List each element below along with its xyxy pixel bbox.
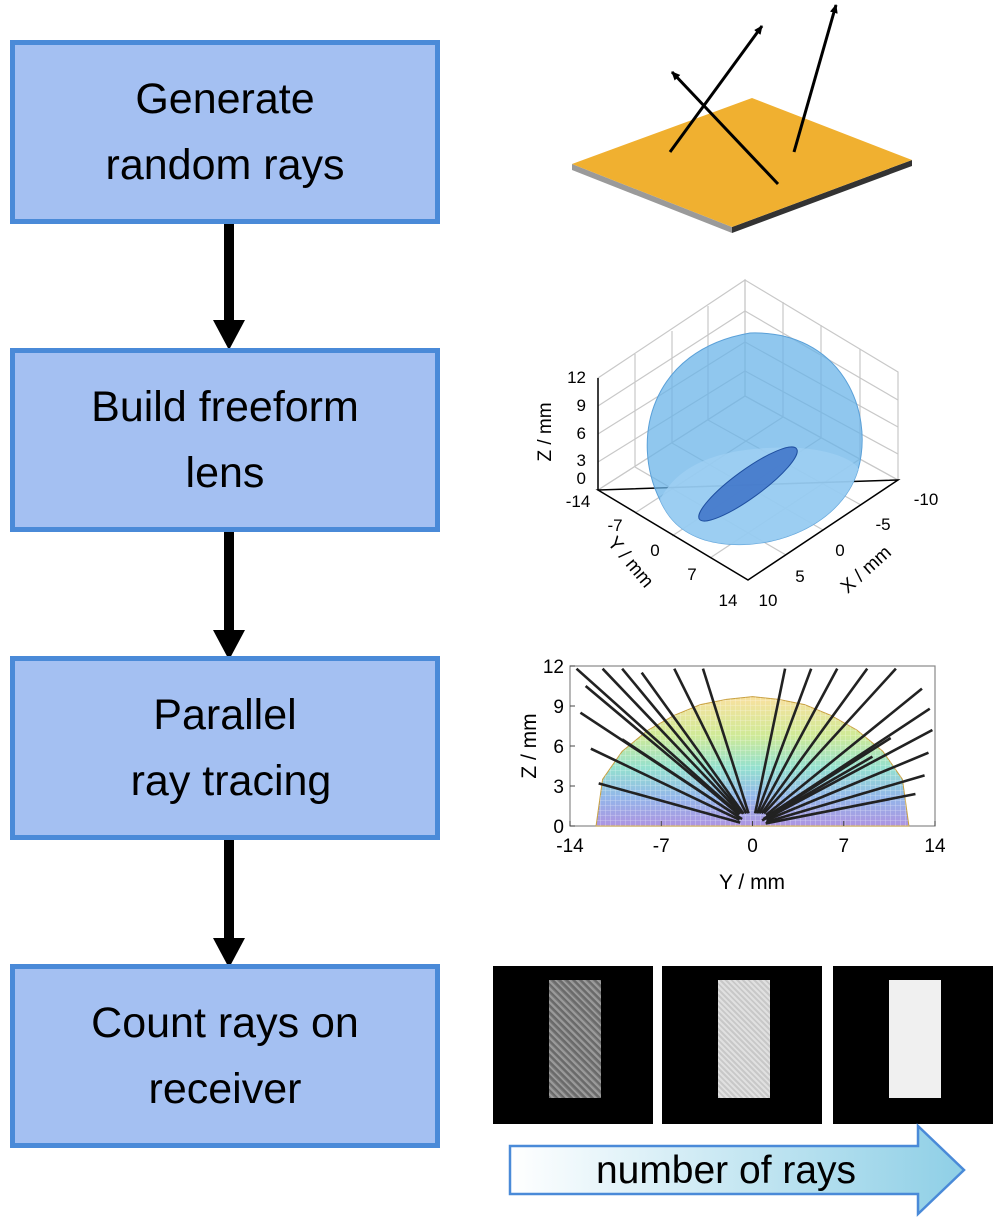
chart-ticks: -14 -7 0 7 14 0 3 6 9 12 [543,657,946,857]
step-generate-rays-line1: Generate [135,75,315,123]
step-ray-tracing: Parallel ray tracing [10,656,440,840]
number-of-rays-arrow: number of rays [508,1123,966,1217]
step-build-lens: Build freeform lens [10,348,440,532]
x-tick-label: 14 [924,836,946,857]
step-count-rays: Count rays on receiver [10,964,440,1148]
lens-inner-cavity [698,446,798,522]
receiver-image-low [493,966,653,1124]
step-count-rays-line2: receiver [148,1065,302,1113]
traced-ray [761,755,874,822]
x-tick-n5: -5 [875,515,890,534]
receiver-image-high [833,966,993,1124]
emitter-plate-illustration [572,4,912,233]
x-tick-n10: -10 [914,490,939,509]
y-tick-label: 3 [553,777,564,798]
chart-x-label: Y / mm [719,871,785,894]
traced-ray [575,667,740,815]
flow-arrow-1-shaft [224,224,234,324]
y-tick-label: 6 [553,737,564,758]
ray-arrow-2 [670,70,780,186]
traced-ray [584,685,740,816]
ray-arrow-1 [668,25,764,153]
z-tick-0: 0 [577,469,586,488]
lens-3d-plot: 12 9 6 3 0 -14 -7 0 7 14 -10 -5 0 5 10 Z… [535,278,939,610]
traced-ray [701,668,750,814]
traced-rays [575,667,934,825]
x-tick-label: -7 [653,836,670,857]
step-generate-rays-line2: random rays [105,141,345,189]
receiver-image-medium [662,966,822,1124]
traced-ray [758,668,839,815]
flow-arrow-1-head [213,320,245,350]
lens3d-x-label: X / mm [837,542,896,598]
z-tick-9: 9 [577,396,586,415]
ray-tracing-chart: -14 -7 0 7 14 0 3 6 9 12 Y / mm Z / mm [518,657,946,894]
x-tick-label: -14 [556,836,584,857]
traced-ray [601,667,742,815]
traced-ray [640,671,745,815]
traced-ray [598,782,741,824]
traced-ray [753,668,787,814]
step-generate-rays: Generate random rays [10,40,440,224]
z-tick-12: 12 [567,368,586,387]
plate-top [572,98,912,227]
y-tick-14: 14 [719,591,738,610]
plate-edge-front [732,160,912,233]
traced-ray [755,668,813,814]
z-tick-3: 3 [577,451,586,470]
x-tick-5: 5 [795,567,804,586]
traced-ray [763,667,897,815]
ray-arrow-3 [792,4,838,153]
y-tick-label: 0 [553,817,564,838]
lens3d-z-label: Z / mm [535,402,556,461]
plate-edge [572,164,732,233]
traced-ray [765,687,923,817]
y-tick-label: 12 [543,657,564,678]
traced-ray [765,774,925,824]
traced-ray [590,747,741,821]
traced-ray [762,736,892,821]
x-tick-10: 10 [759,591,778,610]
receiver-spot-noisy [549,980,601,1098]
z-tick-6: 6 [577,424,586,443]
chart-y-label: Z / mm [518,713,541,778]
flow-arrow-2-shaft [224,532,234,632]
y-tick-label: 9 [553,697,564,718]
step-ray-tracing-line2: ray tracing [118,757,332,805]
receiver-spot-smooth [889,980,941,1098]
x-tick-label: 0 [747,836,758,857]
y-tick-0: 0 [650,541,659,560]
traced-ray [766,751,929,822]
traced-ray [766,728,934,820]
traced-ray [765,792,916,825]
flow-arrow-2-head [213,630,245,660]
traced-ray [621,738,743,821]
flow-arrow-3-shaft [224,840,234,940]
step-ray-tracing-line1: Parallel [153,691,297,739]
y-tick-7: 7 [687,565,696,584]
traced-ray [673,668,748,814]
receiver-spot-medium [718,980,770,1098]
traced-ray [621,667,744,815]
y-tick-n7: -7 [607,516,622,535]
x-tick-label: 7 [838,836,849,857]
x-tick-0: 0 [835,541,844,560]
traced-ray [760,667,869,815]
number-of-rays-label: number of rays [596,1149,856,1192]
step-count-rays-line1: Count rays on [91,999,359,1047]
flow-arrow-3-head [213,938,245,968]
step-build-lens-line2: lens [185,449,265,497]
step-build-lens-line1: Build freeform [91,383,359,431]
y-tick-n14: -14 [566,492,591,511]
